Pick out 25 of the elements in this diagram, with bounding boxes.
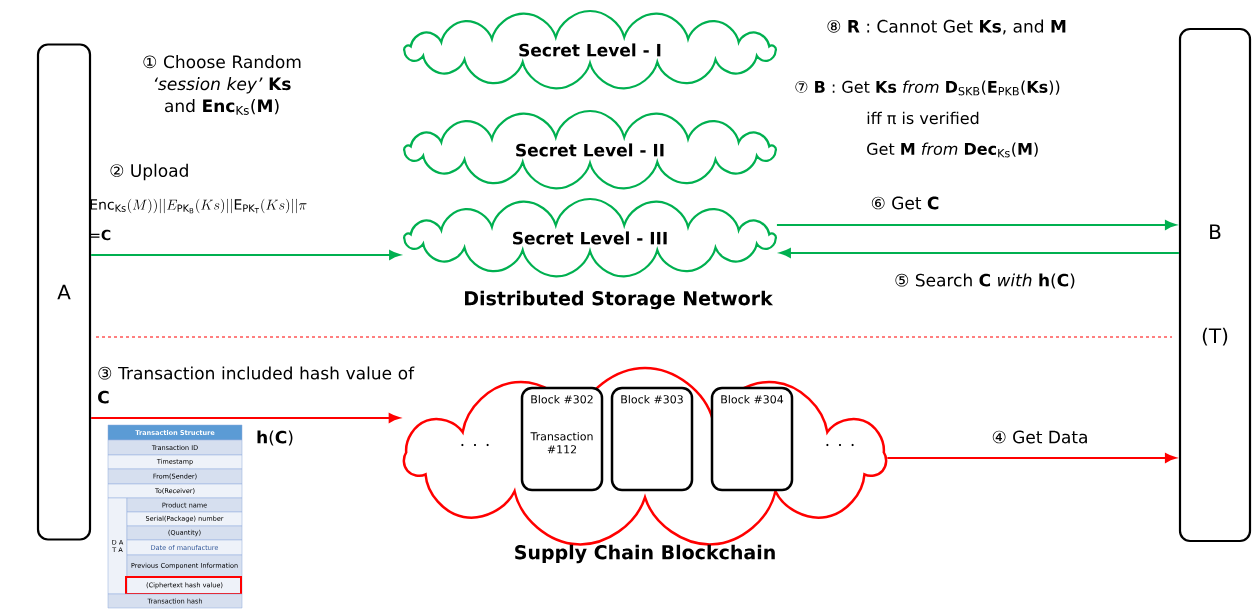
block-box: Block #303 bbox=[610, 386, 694, 492]
step-text: ② Upload bbox=[110, 163, 188, 181]
edge-label: h(C) bbox=[255, 429, 295, 447]
participant-box: A bbox=[36, 43, 92, 541]
edge-label: ⑤ Search C with h(C) bbox=[893, 272, 1077, 290]
arrow bbox=[90, 413, 400, 423]
block-box: Block #304 bbox=[710, 386, 794, 492]
ellipsis: . . . bbox=[826, 443, 854, 447]
step-text: ① Choose Random ‘session key’ Ks and Enc$_{Ks}$(M) bbox=[143, 55, 301, 115]
step-text: iff π is verified bbox=[867, 111, 979, 125]
arrow bbox=[886, 453, 1177, 463]
ellipsis: . . . bbox=[461, 443, 489, 447]
step-text: ③ Transaction included hash value of C bbox=[98, 366, 415, 404]
arrow bbox=[90, 250, 401, 260]
step-text: Get M from Dec$_{Ks}$(M) bbox=[867, 142, 1038, 158]
participant-box: B (T) bbox=[1178, 27, 1252, 543]
step-text: =C bbox=[90, 229, 111, 241]
node-label: Supply Chain Blockchain bbox=[515, 544, 775, 564]
arrow bbox=[776, 220, 1177, 230]
step-text: ⑦ B : Get Ks from D$_{SKB}$(E$_{PKB}$(Ks)) bbox=[795, 80, 1060, 96]
edge-label: ④ Get Data bbox=[990, 429, 1090, 445]
edge-label: ⑥ Get C bbox=[869, 195, 941, 211]
arrow bbox=[779, 248, 1180, 258]
step-text: ⑧ R : Cannot Get Ks, and M bbox=[827, 19, 1066, 35]
block-box: Block #302 Transaction #112 bbox=[520, 386, 604, 492]
